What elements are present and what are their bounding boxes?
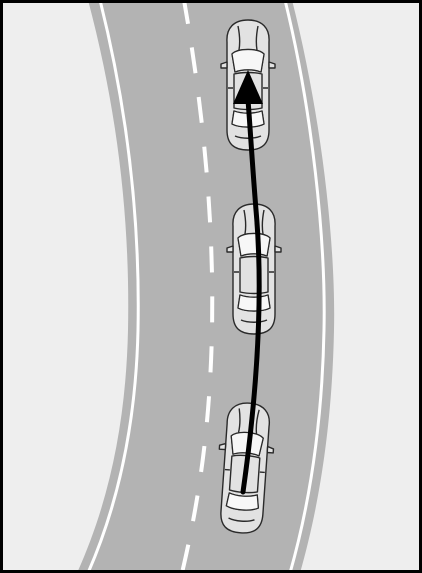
car-2-glass-1: [238, 234, 270, 257]
car-2-glass-2: [238, 295, 270, 311]
car-2-car-top-view-icon: [227, 204, 281, 334]
car-1-glass-1: [232, 50, 264, 73]
car-2-shape: [227, 204, 281, 334]
